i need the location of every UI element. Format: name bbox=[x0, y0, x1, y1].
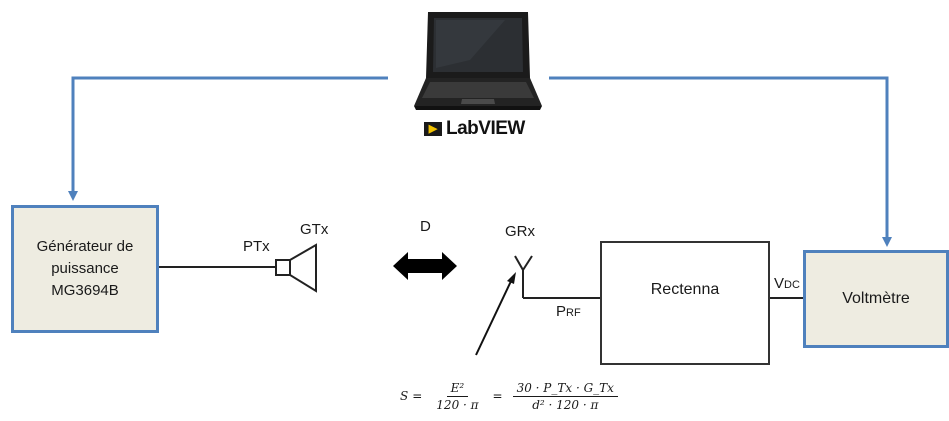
labview-logo-text: LabVIEW bbox=[446, 118, 525, 139]
generator-label-line2: puissance bbox=[51, 260, 119, 277]
labview-logo-mark: ▶ bbox=[424, 122, 442, 136]
voltmeter-box: Voltmètre bbox=[803, 250, 949, 348]
gtx-label: GTx bbox=[300, 221, 329, 238]
prf-main: P bbox=[556, 303, 567, 320]
labview-logo: ▶ LabVIEW bbox=[424, 118, 525, 140]
rectenna-label: Rectenna bbox=[650, 281, 720, 298]
generator-label-line1: Générateur de bbox=[36, 238, 134, 255]
power-density-formula: S = E² 120 · π = 30 · P_Tx · G_Tx d² · 1… bbox=[400, 376, 624, 416]
arrow-to-generator bbox=[68, 76, 388, 201]
distance-double-arrow bbox=[393, 252, 457, 280]
ptx-label: PTx bbox=[243, 238, 270, 255]
vdc-label: VDC bbox=[774, 275, 800, 292]
arrow-to-voltmeter bbox=[549, 76, 892, 247]
vdc-subscript: DC bbox=[784, 279, 800, 291]
formula-fraction-1: E² 120 · π bbox=[432, 381, 482, 412]
rectenna-box: Rectenna bbox=[600, 241, 770, 365]
voltmeter-label: Voltmètre bbox=[842, 290, 910, 307]
horn-antenna-icon bbox=[275, 243, 317, 293]
laptop-icon bbox=[414, 12, 542, 110]
prf-subscript: RF bbox=[566, 307, 581, 319]
formula-frac2-numerator: 30 · P_Tx · G_Tx bbox=[512, 381, 618, 397]
distance-label: D bbox=[420, 218, 431, 235]
prf-label: PRF bbox=[556, 303, 581, 320]
formula-lhs: S bbox=[400, 389, 409, 403]
formula-equals-2: = bbox=[492, 389, 503, 403]
formula-fraction-2: 30 · P_Tx · G_Tx d² · 120 · π bbox=[512, 381, 618, 412]
generator-label-line3: MG3694B bbox=[51, 282, 119, 299]
generator-box: Générateur de puissance MG3694B bbox=[11, 205, 159, 333]
formula-equals-1: = bbox=[412, 389, 423, 403]
vdc-main: V bbox=[774, 275, 785, 292]
grx-label: GRx bbox=[505, 223, 535, 240]
receive-antenna-icon bbox=[514, 255, 533, 298]
formula-frac1-numerator: E² bbox=[446, 381, 469, 397]
formula-pointer-arrow bbox=[475, 278, 513, 356]
formula-frac1-denominator: 120 · π bbox=[436, 397, 479, 412]
formula-frac2-denominator: d² · 120 · π bbox=[532, 397, 599, 412]
